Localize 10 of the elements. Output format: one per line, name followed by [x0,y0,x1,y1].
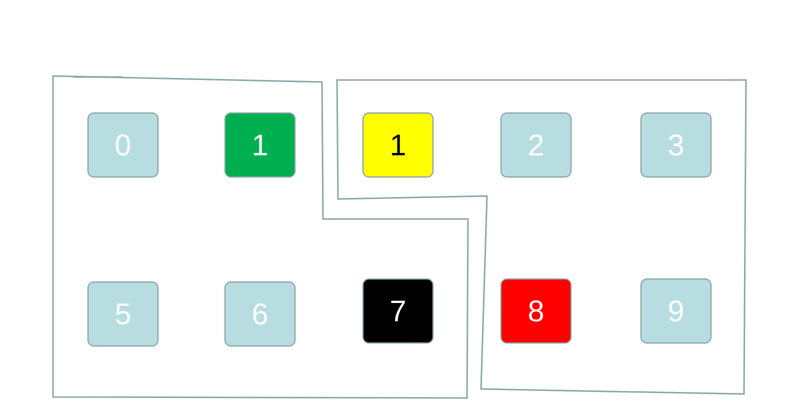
number-box: 2 [500,112,572,178]
number-box: 8 [500,278,572,344]
number-box: 3 [640,112,712,178]
number-box: 0 [87,112,159,178]
number-box: 6 [224,281,296,347]
number-box: 7 [362,278,434,344]
number-box: 5 [87,281,159,347]
number-box: 1 [362,112,434,178]
number-box: 9 [640,278,712,344]
number-box: 1 [224,112,296,178]
